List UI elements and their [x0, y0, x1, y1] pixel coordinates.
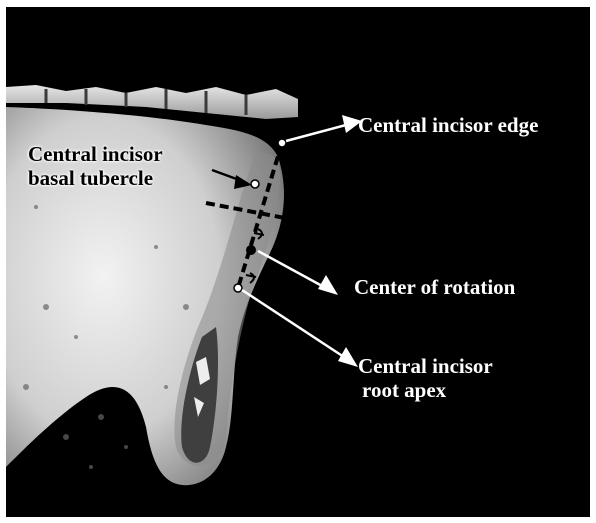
- basal-tubercle-point: [251, 180, 259, 188]
- rotation-arrowhead: [318, 275, 338, 295]
- label-root-apex: Central incisor root apex: [358, 354, 493, 402]
- label-root-apex-line2: root apex: [358, 378, 493, 402]
- label-incisor-edge: Central incisor edge: [358, 113, 538, 137]
- label-center-of-rotation: Center of rotation: [354, 275, 515, 299]
- root-apex-point: [234, 284, 242, 292]
- label-basal-tubercle: Central incisor basal tubercle: [28, 142, 163, 190]
- label-basal-tubercle-line1: Central incisor: [28, 142, 163, 166]
- center-of-rotation-point: [246, 245, 256, 255]
- jaw-scan-illustration: [6, 7, 590, 517]
- label-basal-tubercle-line2: basal tubercle: [28, 166, 163, 190]
- figure-canvas: Central incisor edge Central incisor bas…: [6, 7, 590, 517]
- label-root-apex-line1: Central incisor: [358, 354, 493, 378]
- incisor-edge-point: [278, 139, 286, 147]
